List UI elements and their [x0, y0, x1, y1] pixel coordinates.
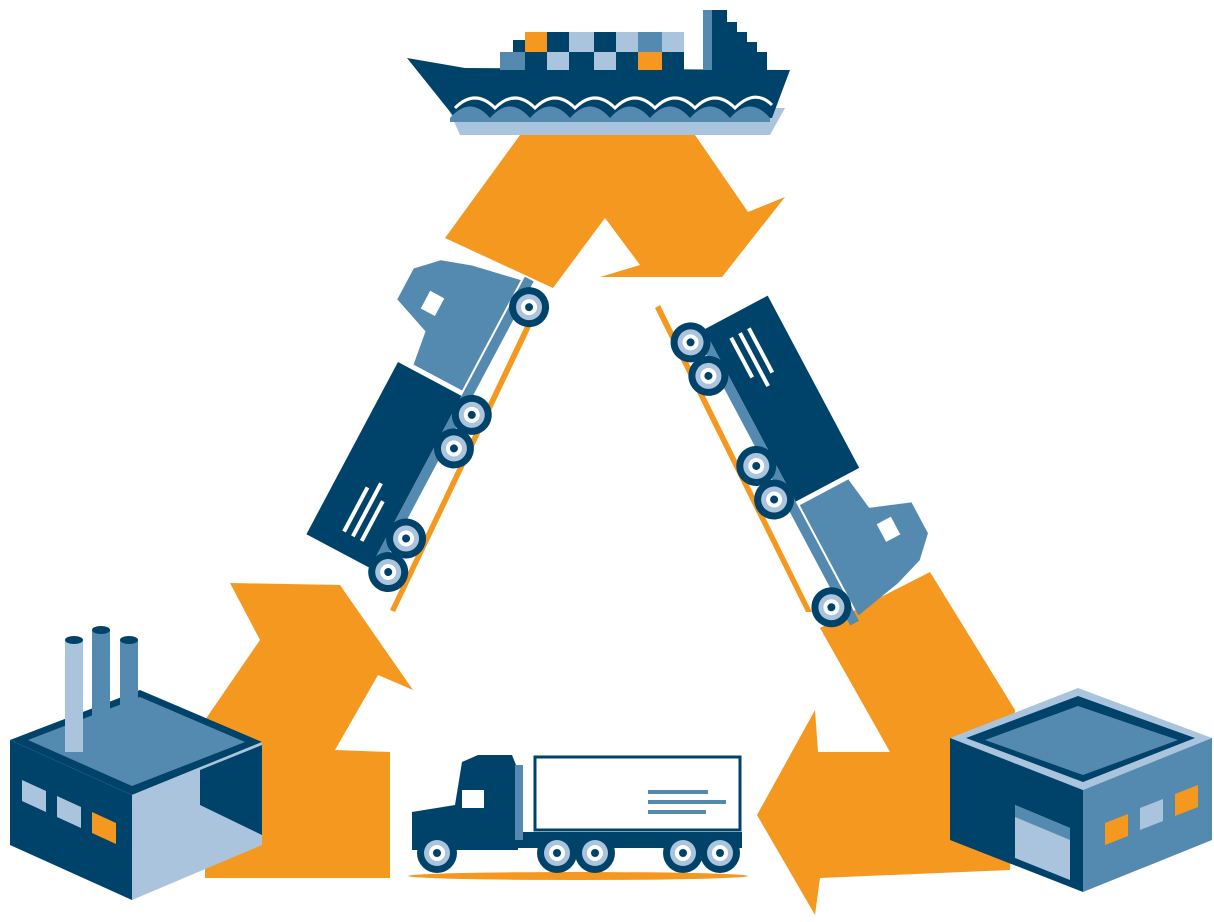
- cargo-ship-icon: [407, 10, 790, 135]
- factory-icon: [10, 626, 262, 900]
- truck-icon-bottom: [408, 755, 748, 880]
- arrow-top: [445, 135, 785, 288]
- truck-icon-left: [306, 260, 557, 600]
- warehouse-icon: [950, 688, 1212, 892]
- truck-icon-right: [663, 295, 928, 635]
